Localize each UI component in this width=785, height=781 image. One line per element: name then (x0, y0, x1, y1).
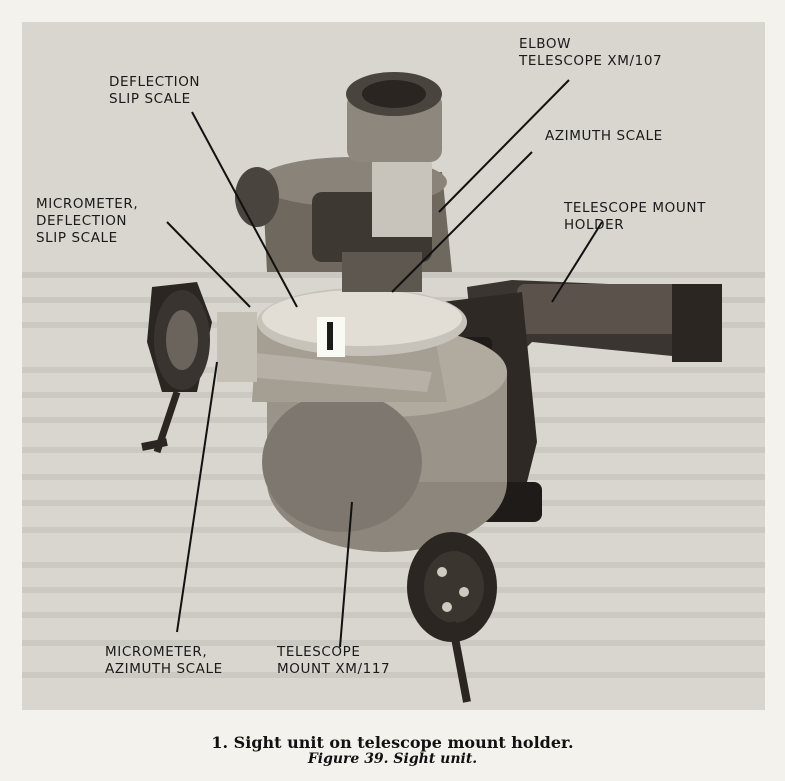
photo-caption: 1. Sight unit on telescope mount holder. (211, 733, 574, 752)
leader-telescope-mount-holder (551, 221, 603, 303)
label-telescope-mount-holder: TELESCOPE MOUNT HOLDER (564, 200, 706, 233)
leader-micrometer-azimuth (176, 361, 218, 633)
leader-deflection-slip-scale (191, 111, 298, 308)
sight-unit-illustration (22, 72, 765, 703)
leader-micrometer-deflection (166, 221, 251, 308)
label-deflection-slip-scale: DEFLECTION SLIP SCALE (109, 74, 201, 107)
sight-unit-photo (22, 22, 765, 710)
leader-elbow-telescope (438, 79, 570, 213)
label-azimuth-scale: AZIMUTH SCALE (545, 128, 663, 144)
leader-telescope-mount (339, 501, 353, 648)
leader-azimuth-scale (391, 151, 533, 293)
figure-caption: Figure 39. Sight unit. (307, 751, 478, 767)
label-micrometer-azimuth: MICROMETER, AZIMUTH SCALE (105, 644, 223, 677)
label-telescope-mount: TELESCOPE MOUNT XM/117 (277, 644, 391, 677)
label-elbow-telescope: ELBOW TELESCOPE XM/107 (519, 36, 663, 69)
label-micrometer-deflection: MICROMETER, DEFLECTION SLIP SCALE (36, 196, 139, 246)
